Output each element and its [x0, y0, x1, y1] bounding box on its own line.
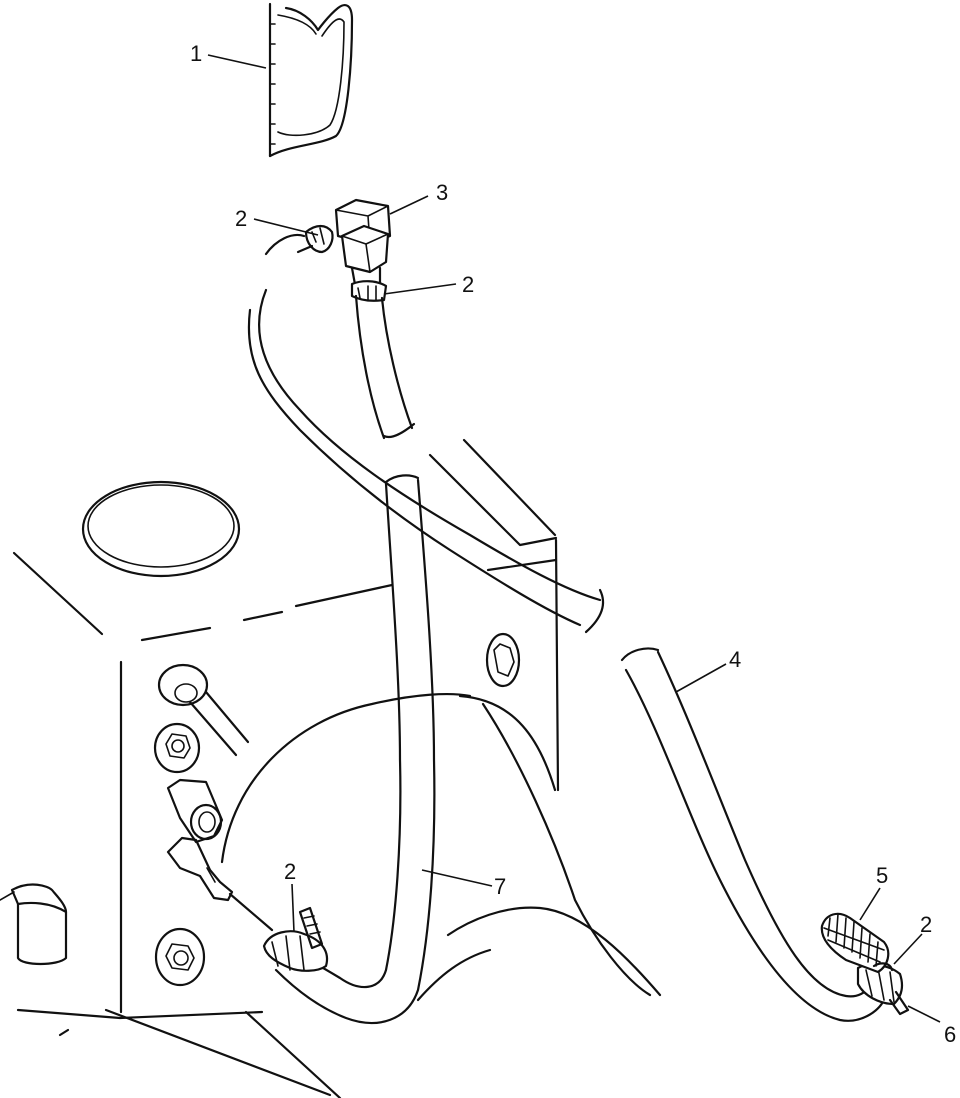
- callout-2-tank-clamp: 2: [284, 859, 296, 884]
- hose-upper-left: [247, 288, 605, 634]
- callout-4: 4: [729, 647, 741, 672]
- callout-6: 6: [944, 1022, 956, 1047]
- cylinder-cap: [166, 778, 224, 844]
- callout-labels: 1 2 3 2 4 2 7 5 2 6: [190, 41, 956, 1047]
- hose-clamp-top-left: [304, 224, 334, 254]
- callout-3: 3: [436, 180, 448, 205]
- tank-fittings: [0, 632, 521, 987]
- elbow-fitting: [334, 198, 392, 292]
- hose-clamp-top-right: [350, 280, 388, 302]
- tank-filler-opening: [81, 480, 241, 578]
- leader-lines: [207, 54, 941, 1023]
- barbed-nipple: [166, 836, 274, 932]
- nut-fitting: [153, 722, 201, 774]
- callout-1: 1: [190, 41, 202, 66]
- upper-hose-stub: [264, 233, 314, 256]
- fuel-filter: [820, 912, 894, 974]
- callout-7: 7: [494, 874, 506, 899]
- hose-right: [620, 647, 886, 1022]
- clip: [268, 2, 354, 158]
- side-cap: [0, 883, 68, 966]
- callout-5: 5: [876, 863, 888, 888]
- hose-main: [274, 474, 436, 1025]
- grommet-lower: [154, 927, 206, 987]
- hose-clamp-right: [856, 963, 910, 1016]
- hose-clamp-bottom: [262, 906, 329, 972]
- fuel-tank: [12, 438, 662, 1098]
- hose-upper-short: [354, 294, 416, 440]
- callout-2-elbow-left: 2: [235, 206, 247, 231]
- callout-2-filter-clamp: 2: [920, 912, 932, 937]
- callout-2-elbow-bottom: 2: [462, 272, 474, 297]
- grommet-right: [485, 632, 521, 688]
- grommet-upper: [157, 663, 250, 757]
